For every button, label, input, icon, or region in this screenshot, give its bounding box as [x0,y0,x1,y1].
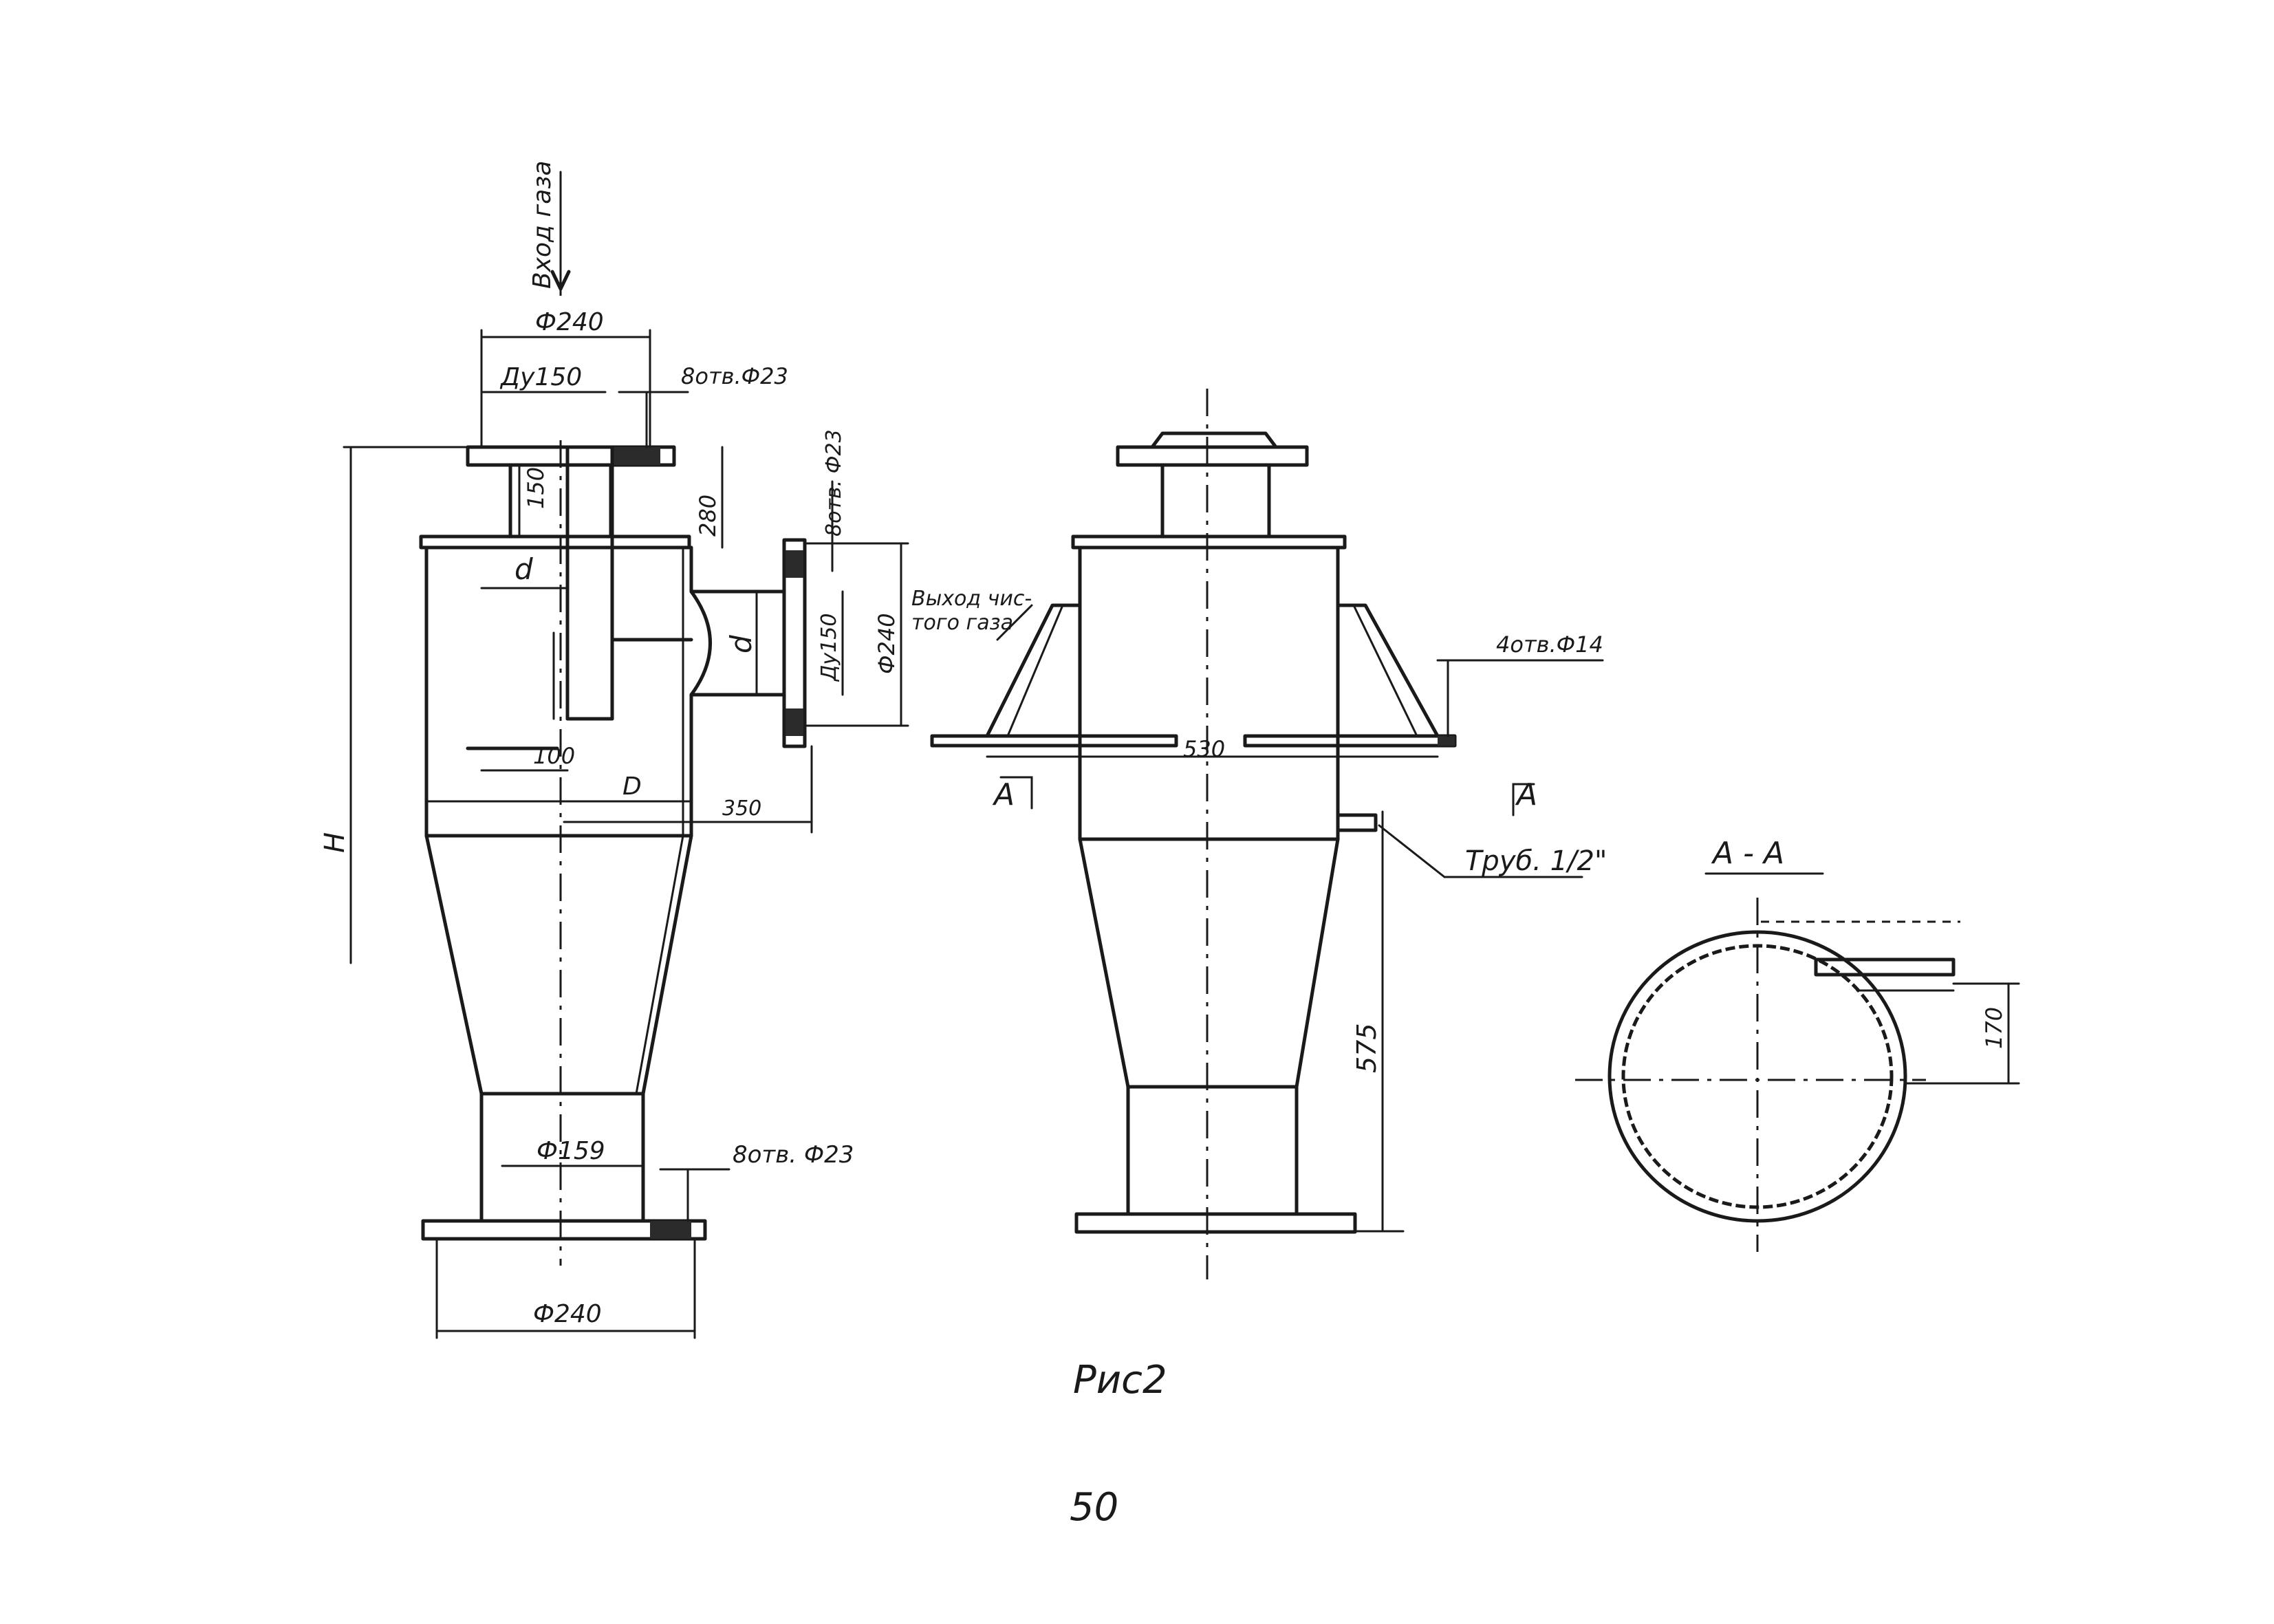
label-d1: d [515,552,533,586]
label-du150-side: Ду150 [817,614,841,682]
label-d240-side: Ф240 [874,613,900,674]
label-du150-top: Ду150 [499,363,582,391]
section-a-a: А - А 170 [1575,836,2020,1252]
middle-view: 530 А А 4отв.Ф14 Труб. 1/2" 575 [930,389,1607,1279]
label-d159: Ф159 [537,1137,605,1165]
figure-caption: Рис2 [1073,1358,1167,1403]
mid-right-lug-hatch [1438,736,1455,746]
outlet-leader [996,604,1033,641]
mid-cone-right [1295,837,1340,1089]
page-number: 50 [1070,1485,1118,1530]
pipe-leader [1378,824,1446,878]
label-section-right: А [1515,777,1537,812]
label-150: 150 [523,467,549,509]
mid-top-flange [1116,445,1309,467]
section-cut-right [1512,783,1535,816]
mid-right-gusset [1336,603,1440,738]
bottom-flange [421,1219,707,1241]
label-100: 100 [533,743,575,769]
label-pipe: Труб. 1/2" [1465,845,1607,877]
cone-right [641,834,693,1096]
label-gas-outlet-2: того газа [911,611,1013,635]
cone-right-inner [635,834,684,1095]
label-holes-bottom: 8отв. Ф23 [733,1141,854,1169]
outlet-flange-hatch-top [786,550,803,578]
label-d240-top: Ф240 [535,308,604,336]
top-flange [466,445,676,467]
gas-inlet-arrowhead [550,270,571,291]
label-575: 575 [1352,1023,1382,1073]
section-inner-circle [1621,944,1894,1209]
mid-left-gusset-inner [1006,604,1064,737]
mid-top-cap [1150,431,1278,449]
section-cut-left [999,776,1033,810]
label-H: H [319,832,351,853]
label-350: 350 [722,797,761,821]
label-170: 170 [1981,1007,2007,1049]
mid-cone-left [1078,837,1130,1089]
label-gas-outlet-1: Выход чис- [911,587,1032,611]
outlet-flange-hatch-bottom [786,708,803,736]
label-section-left: А [992,777,1015,812]
label-d240-bottom: Ф240 [533,1300,602,1328]
body-top-plate [419,534,691,550]
label-section-title: А - А [1711,836,1784,871]
mid-small-pipe [1336,813,1378,832]
section-lug [1814,957,1956,977]
outlet-curve [689,589,712,697]
mid-bottom-flange [1074,1212,1357,1234]
left-view: Вход газа Ф240 Ду150 8отв.Ф23 150 d 280 … [319,160,1033,1339]
mid-left-gusset [985,603,1082,738]
label-holes-top: 8отв.Ф23 [681,363,788,389]
bottom-flange-hatch [650,1221,691,1239]
label-530: 530 [1183,736,1225,762]
mid-left-lug [930,734,1178,748]
label-holes-outlet: 8отв. Ф23 [822,429,846,537]
section-outer-circle [1607,930,1907,1223]
cone-left [424,834,484,1096]
label-gas-inlet: Вход газа [528,160,556,289]
mid-right-lug [1243,734,1457,748]
outlet-flange [782,538,807,748]
label-d2: d [724,635,758,653]
mid-top-plate [1071,534,1347,550]
label-holes-lug: 4отв.Ф14 [1496,631,1603,658]
label-D: D [622,772,642,801]
mid-right-gusset-inner [1352,604,1418,737]
top-flange-hatch [612,447,660,465]
label-280: 280 [695,495,721,537]
